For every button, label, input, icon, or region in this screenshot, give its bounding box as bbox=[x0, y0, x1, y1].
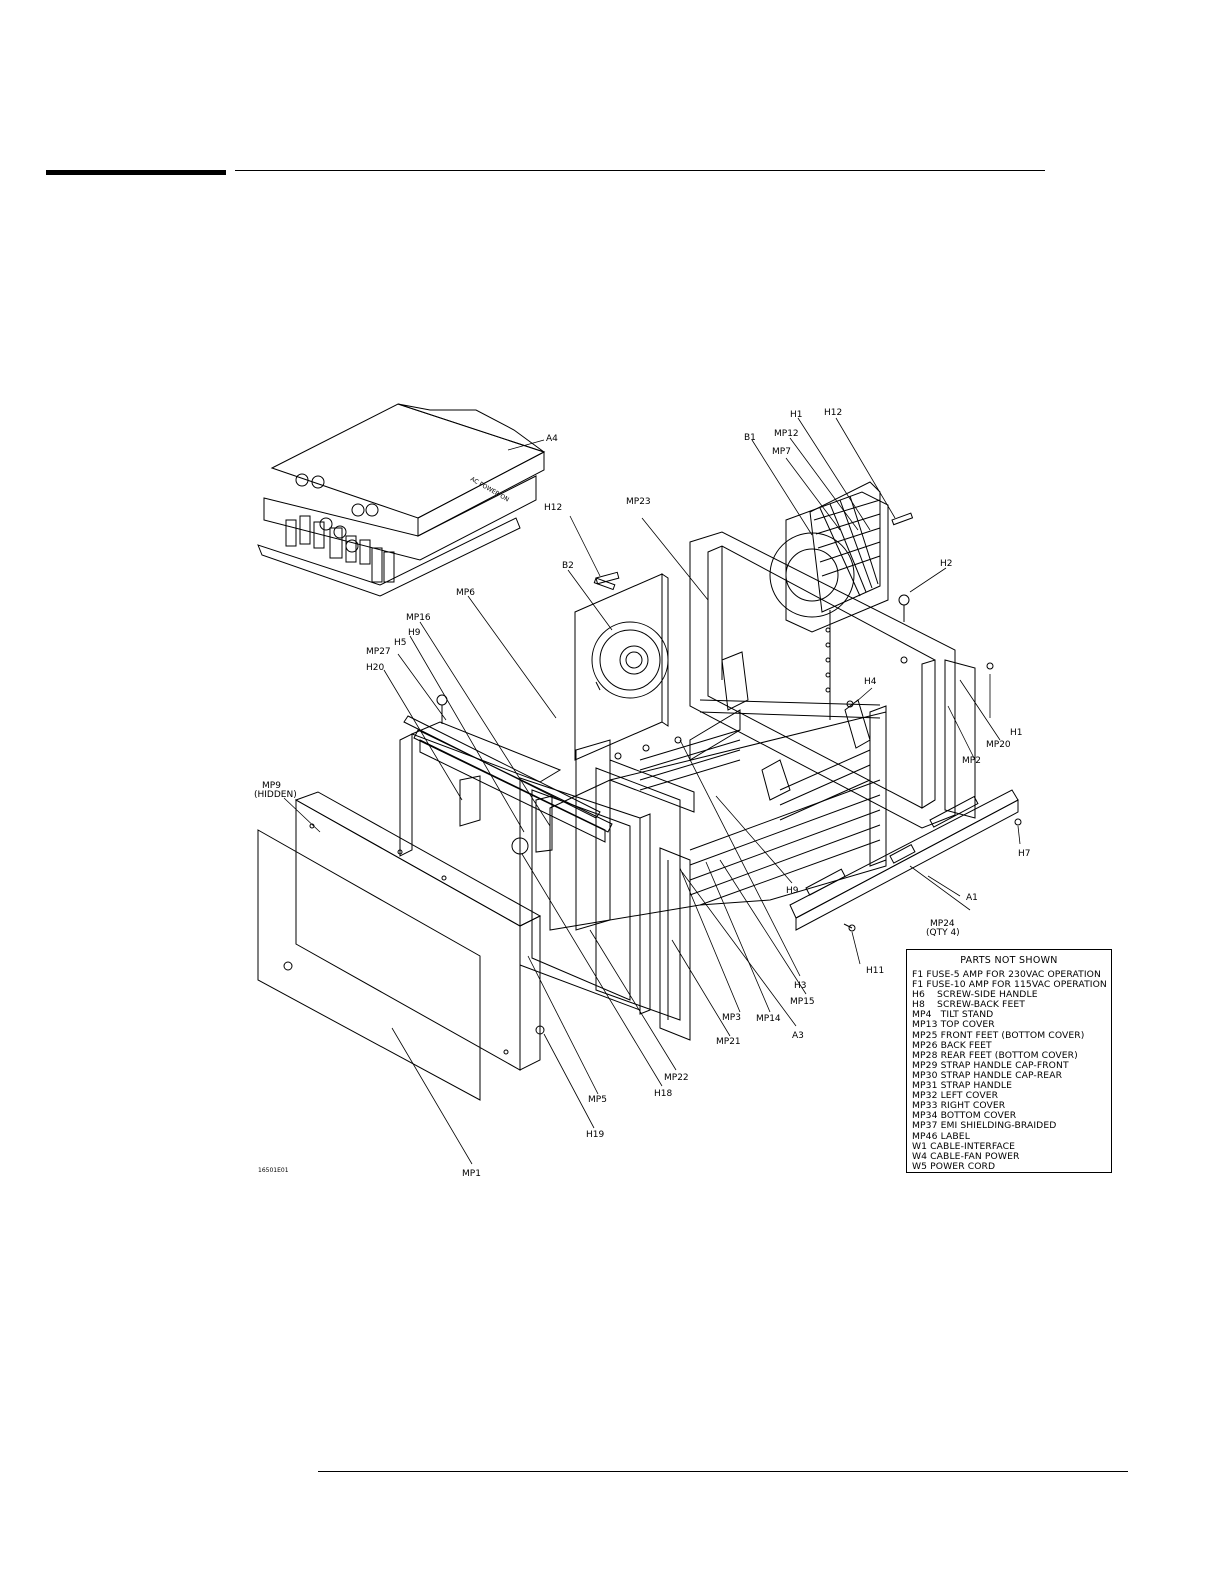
callout-b2: B2 bbox=[562, 561, 574, 571]
parts-list-item: MP33 RIGHT COVER bbox=[912, 1100, 1006, 1112]
callout-mp27: MP27 bbox=[366, 647, 391, 657]
parts-list-item: H6 SCREW-SIDE HANDLE bbox=[912, 989, 1038, 1001]
leader-lines bbox=[283, 417, 1021, 1165]
callout-a3: A3 bbox=[792, 1031, 804, 1041]
callout-a1: A1 bbox=[966, 893, 978, 903]
callout-mp24-qty: (QTY 4) bbox=[926, 928, 960, 938]
card-cage bbox=[549, 651, 887, 931]
callout-mp14: MP14 bbox=[756, 1014, 781, 1024]
parts-list-item: MP4 TILT STAND bbox=[912, 1009, 994, 1021]
fan-b1 bbox=[769, 481, 889, 633]
callout-mp20: MP20 bbox=[986, 740, 1011, 750]
callout-h2: H2 bbox=[940, 559, 953, 569]
parts-list-item: MP32 LEFT COVER bbox=[912, 1090, 999, 1102]
callout-h12: H12 bbox=[824, 408, 842, 418]
parts-list-item: MP29 STRAP HANDLE CAP-FRONT bbox=[912, 1059, 1069, 1071]
callout-h7: H7 bbox=[1018, 849, 1031, 859]
fan-grill bbox=[809, 481, 881, 613]
callout-mp5: MP5 bbox=[588, 1095, 607, 1105]
screws bbox=[436, 512, 1022, 1035]
callout-b1: B1 bbox=[744, 433, 756, 443]
callout-a4: A4 bbox=[546, 434, 558, 444]
callout-mp9-hidden: (HIDDEN) bbox=[254, 790, 297, 800]
side-rail bbox=[789, 789, 1019, 931]
callout-mp3: MP3 bbox=[722, 1013, 741, 1023]
front-panel bbox=[257, 791, 542, 1101]
callout-mp23: MP23 bbox=[626, 497, 651, 507]
front-frame bbox=[399, 715, 651, 1015]
footer-rule bbox=[318, 1471, 1128, 1472]
parts-list-item: W5 POWER CORD bbox=[912, 1160, 996, 1172]
callout-h19: H19 bbox=[586, 1130, 604, 1140]
parts-list-item: MP13 TOP COVER bbox=[912, 1019, 995, 1031]
parts-list-item: MP28 REAR FEET (BOTTOM COVER) bbox=[912, 1049, 1078, 1061]
parts-list-item: H8 SCREW-BACK FEET bbox=[912, 999, 1025, 1011]
callout-mp7: MP7 bbox=[772, 447, 791, 457]
parts-list-item: MP26 BACK FEET bbox=[912, 1039, 992, 1051]
rear-panel bbox=[689, 531, 976, 829]
callout-mp21: MP21 bbox=[716, 1037, 741, 1047]
callout-h18: H18 bbox=[654, 1089, 672, 1099]
callout-mp1: MP1 bbox=[462, 1169, 481, 1179]
figure-id: 16501E01 bbox=[258, 1167, 289, 1174]
callout-h1-2: H1 bbox=[1010, 728, 1023, 738]
capacitors bbox=[285, 515, 395, 583]
callout-mp9: MP9 bbox=[262, 781, 281, 791]
callout-mp2: MP2 bbox=[962, 756, 981, 766]
callout-mp22: MP22 bbox=[664, 1073, 689, 1083]
callout-mp15: MP15 bbox=[790, 997, 815, 1007]
parts-list-item: MP37 EMI SHIELDING-BRAIDED bbox=[912, 1120, 1057, 1132]
callout-h12-2: H12 bbox=[544, 503, 562, 513]
parts-not-shown-table: PARTS NOT SHOWN F1 FUSE-5 AMP FOR 230VAC… bbox=[906, 949, 1112, 1173]
parts-list-item: W4 CABLE-FAN POWER bbox=[912, 1150, 1020, 1162]
parts-list-item: MP46 LABEL bbox=[912, 1130, 970, 1142]
parts-list-item: MP31 STRAP HANDLE bbox=[912, 1080, 1013, 1092]
card-guides bbox=[639, 729, 881, 906]
callout-h4: H4 bbox=[864, 677, 877, 687]
parts-list-item: W1 CABLE-INTERFACE bbox=[912, 1140, 1016, 1152]
callout-labels: A4 H1 H12 MP12 B1 MP7 MP23 H12 B2 H2 MP6… bbox=[254, 408, 1031, 1179]
callout-mp16: MP16 bbox=[406, 613, 431, 623]
callout-h9: H9 bbox=[408, 628, 421, 638]
callout-h9-2: H9 bbox=[786, 886, 799, 896]
fan-b2 bbox=[574, 571, 669, 761]
boards bbox=[595, 759, 695, 1041]
callout-mp6: MP6 bbox=[456, 588, 475, 598]
parts-list-item: MP30 STRAP HANDLE CAP-REAR bbox=[912, 1069, 1063, 1081]
power-supply-board: AC POWER ON bbox=[257, 403, 546, 597]
parts-list-item: F1 FUSE-10 AMP FOR 115VAC OPERATION bbox=[912, 979, 1107, 991]
callout-h1: H1 bbox=[790, 410, 803, 420]
callout-mp12: MP12 bbox=[774, 429, 799, 439]
header-rule bbox=[235, 170, 1045, 171]
callout-mp24: MP24 bbox=[930, 919, 955, 929]
parts-not-shown-title: PARTS NOT SHOWN bbox=[960, 955, 1058, 966]
callout-h11: H11 bbox=[866, 966, 884, 976]
callout-h3: H3 bbox=[794, 981, 807, 991]
parts-list-item: MP25 FRONT FEET (BOTTOM COVER) bbox=[912, 1029, 1085, 1041]
callout-h5: H5 bbox=[394, 638, 407, 648]
parts-list-item: F1 FUSE-5 AMP FOR 230VAC OPERATION bbox=[912, 969, 1101, 980]
parts-list-item: MP34 BOTTOM COVER bbox=[912, 1110, 1017, 1122]
header-rule-thick bbox=[46, 170, 226, 175]
callout-h20: H20 bbox=[366, 663, 384, 673]
